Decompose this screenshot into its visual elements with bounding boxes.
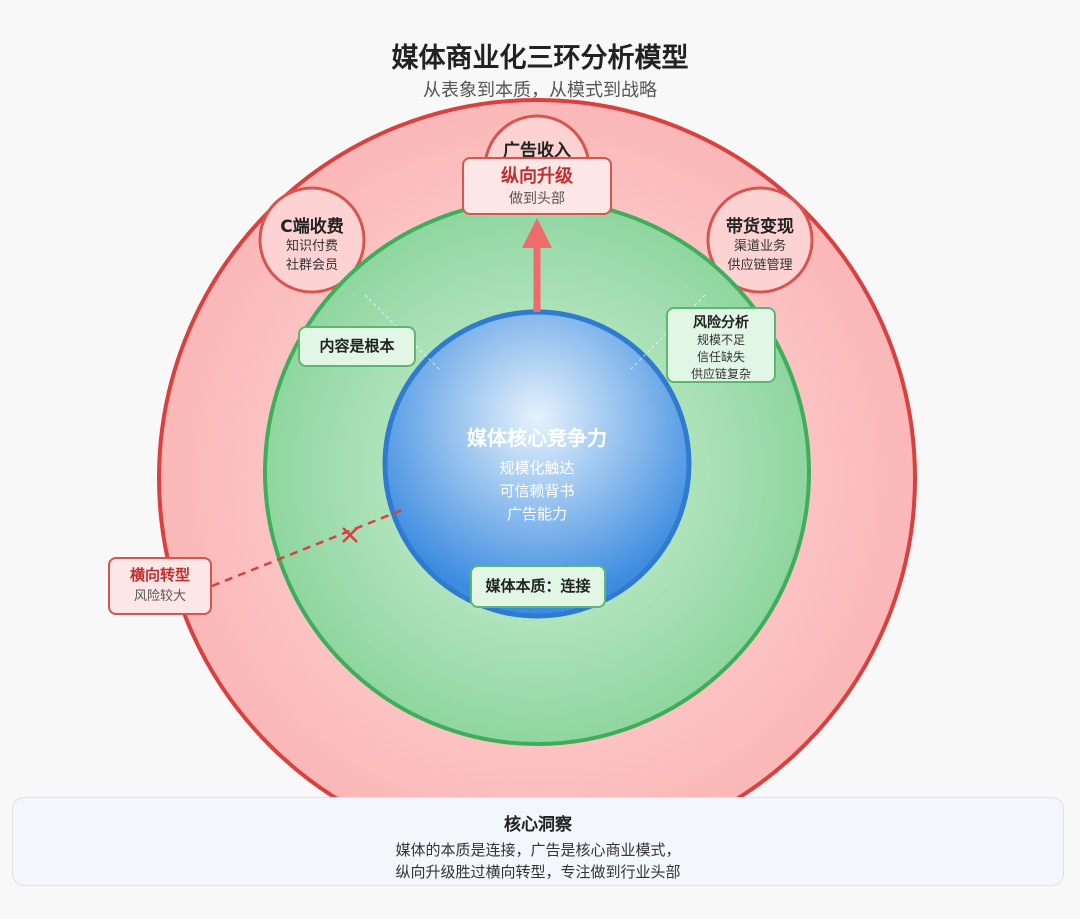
horizontal-dashed-line [211, 508, 403, 588]
page-title: 媒体商业化三环分析模型 [391, 43, 689, 74]
vertical-sub: 做到头部 [509, 191, 565, 207]
core-line: 广告能力 [506, 505, 567, 523]
core-text: 媒体核心竞争力 规模化触达 可信赖背书 广告能力 [420, 422, 654, 526]
vertical-title: 纵向升级 [501, 166, 573, 187]
horizontal-transform-box: 横向转型 风险较大 [108, 557, 212, 615]
commerce-line: 供应链管理 [727, 258, 793, 273]
c-end-line: 社群会员 [285, 258, 338, 273]
horizontal-title: 横向转型 [129, 566, 190, 584]
insight-line: 纵向升级胜过横向转型，专注做到行业头部 [395, 863, 681, 881]
risk-title: 风险分析 [693, 315, 749, 331]
page-subtitle: 从表象到本质，从模式到战略 [423, 80, 657, 101]
horizontal-sub: 风险较大 [133, 589, 186, 604]
risk-line: 信任缺失 [696, 350, 745, 364]
core-line: 可信赖背书 [499, 482, 575, 500]
insight-panel: 核心洞察 媒体的本质是连接，广告是核心商业模式， 纵向升级胜过横向转型，专注做到… [12, 797, 1064, 886]
c-end-title: C端收费 [280, 217, 344, 237]
commerce-bubble [706, 186, 814, 294]
commerce-line: 渠道业务 [733, 239, 786, 254]
blocked-x-icon [342, 527, 358, 543]
vertical-upgrade-box: 纵向升级 做到头部 [462, 157, 612, 215]
content-is-root-box: 内容是根本 [298, 326, 416, 367]
ad-revenue-label: 广告收入 [503, 141, 571, 161]
insight-line: 媒体的本质是连接，广告是核心商业模式， [395, 841, 681, 859]
c-end-fee-bubble: C端收费 知识付费 社群会员 [260, 212, 364, 275]
risk-line: 供应链复杂 [690, 367, 751, 381]
risk-line: 规模不足 [696, 333, 745, 347]
insight-title: 核心洞察 [504, 815, 572, 835]
c-end-line: 知识付费 [285, 239, 338, 254]
media-essence-box: 媒体本质：连接 [470, 565, 606, 608]
commerce-bubble-text: 带货变现 渠道业务 供应链管理 [700, 212, 820, 275]
risk-analysis-box: 风险分析 规模不足 信任缺失 供应链复杂 [666, 307, 776, 383]
commerce-title: 带货变现 [726, 217, 794, 237]
c-end-bubble [258, 186, 366, 294]
core-title: 媒体核心竞争力 [467, 426, 607, 450]
core-line: 规模化触达 [499, 459, 575, 477]
vertical-arrow-head [522, 218, 552, 248]
